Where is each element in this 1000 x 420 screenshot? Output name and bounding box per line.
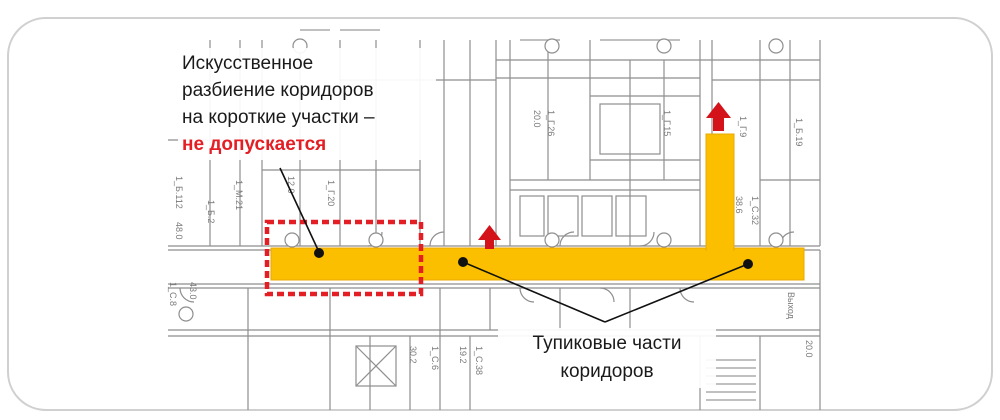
room-label: 12.0 [286, 176, 296, 194]
room-label: 20.0 [804, 340, 814, 358]
room-label: 30.2 [408, 346, 418, 364]
annotation-line: на короткие участки – [182, 107, 375, 128]
annotation-line: Тупиковые части [532, 333, 682, 354]
room-label: 38.6 [734, 196, 744, 214]
annotation-line: разбиение коридоров [182, 80, 374, 101]
forbidden-split-frame [264, 219, 424, 297]
room-label: 1_С.6 [430, 346, 440, 370]
room-label: 48.0 [174, 222, 184, 240]
room-label: 1_Г.20 [326, 180, 336, 206]
room-label: 1_Б.112 [174, 176, 184, 209]
exit-arrow-icon [478, 225, 501, 249]
room-label: Выход [786, 292, 796, 320]
callout-dot-icon [458, 257, 468, 267]
room-label: 1_Г.9 [738, 116, 748, 137]
callout-dot-icon [314, 248, 324, 258]
room-label: 1_С.32 [750, 196, 760, 225]
room-label: 19.2 [458, 346, 468, 364]
annotation-line: Искусственное [182, 53, 314, 74]
room-label: 1_Б.19 [794, 118, 804, 146]
callout-dot-icon [743, 259, 753, 269]
exit-arrow-icon [706, 102, 731, 131]
corridor-highlight [270, 133, 805, 281]
room-label: 1_Г.15 [662, 110, 672, 136]
room-label: 1_Б.2 [206, 200, 216, 223]
corridor-main [270, 247, 805, 281]
not-allowed-warning: не допускается [182, 134, 327, 155]
room-label: 1_С.8 [168, 282, 178, 306]
corridor-branch [705, 133, 735, 251]
room-label: 1_Г.26 [546, 110, 556, 136]
annotation-line: коридоров [560, 361, 654, 382]
room-label: 1_С.38 [474, 346, 484, 375]
room-label: 1_М.21 [234, 180, 244, 210]
room-label: 20.0 [532, 110, 542, 128]
room-labels: 1_Б.2 1_М.21 1_Б.112 12.0 48.0 1_Г.20 20… [168, 110, 814, 375]
split-corridors-annotation: Искусственное разбиение коридоров на кор… [178, 48, 436, 160]
leader-lines [279, 167, 749, 323]
room-label: 43.0 [188, 282, 198, 300]
dead-ends-annotation: Тупиковые части коридоров [498, 328, 716, 388]
